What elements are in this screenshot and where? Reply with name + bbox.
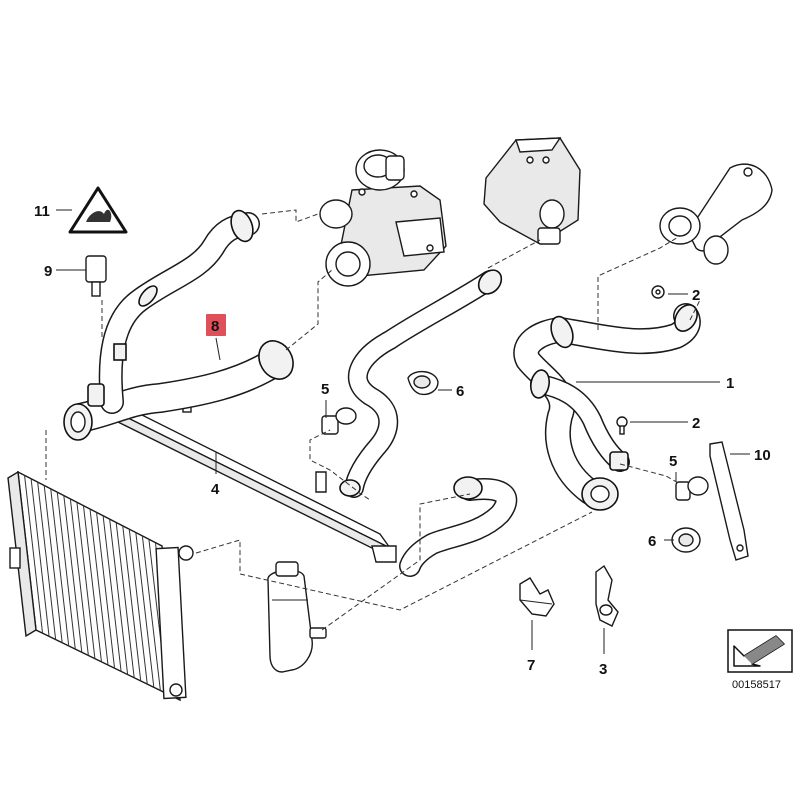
radiator-fin-line (56, 492, 76, 650)
radiator-fin-line (24, 475, 44, 634)
rivet-part-5-upper (321, 407, 357, 435)
orientation-box: 00158517 (727, 629, 793, 691)
callout-4: 4 (211, 481, 220, 498)
cross-member-bracket (110, 395, 397, 563)
callout-8: 8 (211, 318, 219, 335)
callout-3: 3 (599, 661, 607, 678)
radiator-fin-line (69, 498, 89, 656)
radiator-fin-line (43, 485, 63, 643)
radiator-fin-line (63, 495, 83, 653)
callout-1: 1 (726, 375, 734, 392)
water-pump-mount (483, 137, 581, 245)
radiator-hose-upper (63, 209, 294, 441)
radiator-hose-center (339, 269, 503, 498)
callout-10: 10 (754, 447, 771, 464)
bolt-part-2-lower (616, 416, 628, 435)
clip-part-3 (595, 564, 619, 627)
radiator-fin-line (115, 522, 135, 678)
callout-leader-lines (56, 209, 750, 654)
radiator-fin-line (50, 488, 70, 646)
callout-6-upper: 6 (456, 383, 464, 400)
engine-outlet-flange (659, 163, 773, 265)
callout-11: 11 (34, 203, 50, 220)
radiator-fin-line (122, 525, 142, 681)
radiator-fin-line (96, 512, 116, 669)
clip-part-7 (519, 577, 555, 617)
grommet-part-6-upper (407, 371, 439, 396)
assembly-guide-lines (45, 209, 701, 631)
radiator-hose-right (513, 303, 701, 511)
callout-6-lower: 6 (648, 533, 656, 550)
thermostat-housing (319, 149, 447, 287)
rivet-part-5-lower (675, 476, 709, 501)
warning-sign-triangle-icon (68, 186, 128, 234)
radiator-fin-line (30, 478, 50, 637)
radiator-fin-line (135, 532, 155, 688)
radiator-hose-lower (399, 476, 518, 577)
radiator-fin-line (128, 529, 148, 685)
callout-9: 9 (44, 263, 52, 280)
radiator-fin-line (109, 519, 129, 675)
callout-7: 7 (527, 657, 535, 674)
callout-labels: 11 9 8 4 5 6 2 1 2 10 5 6 7 3 (34, 203, 771, 678)
direction-arrow-icon (733, 635, 785, 667)
callout-5-lower: 5 (669, 453, 677, 470)
radiator (7, 470, 194, 702)
callout-8-highlight (206, 314, 226, 336)
bracket-part-10 (709, 441, 749, 561)
radiator-fin-line (89, 508, 109, 666)
callout-5-upper: 5 (321, 381, 329, 398)
sensor-part (85, 255, 107, 297)
expansion-tank (267, 561, 327, 673)
radiator-fin-line (76, 502, 96, 659)
callout-2-lower: 2 (692, 415, 700, 432)
radiator-fin-line (102, 515, 122, 672)
callout-2-upper: 2 (692, 287, 700, 304)
grommet-part-6-lower (671, 527, 701, 553)
reference-code: 00158517 (732, 679, 781, 691)
radiator-fin-line (82, 505, 102, 662)
radiator-fin-line (141, 535, 161, 691)
radiator-fin-line (37, 482, 57, 640)
bolt-part-2-upper (651, 285, 665, 299)
